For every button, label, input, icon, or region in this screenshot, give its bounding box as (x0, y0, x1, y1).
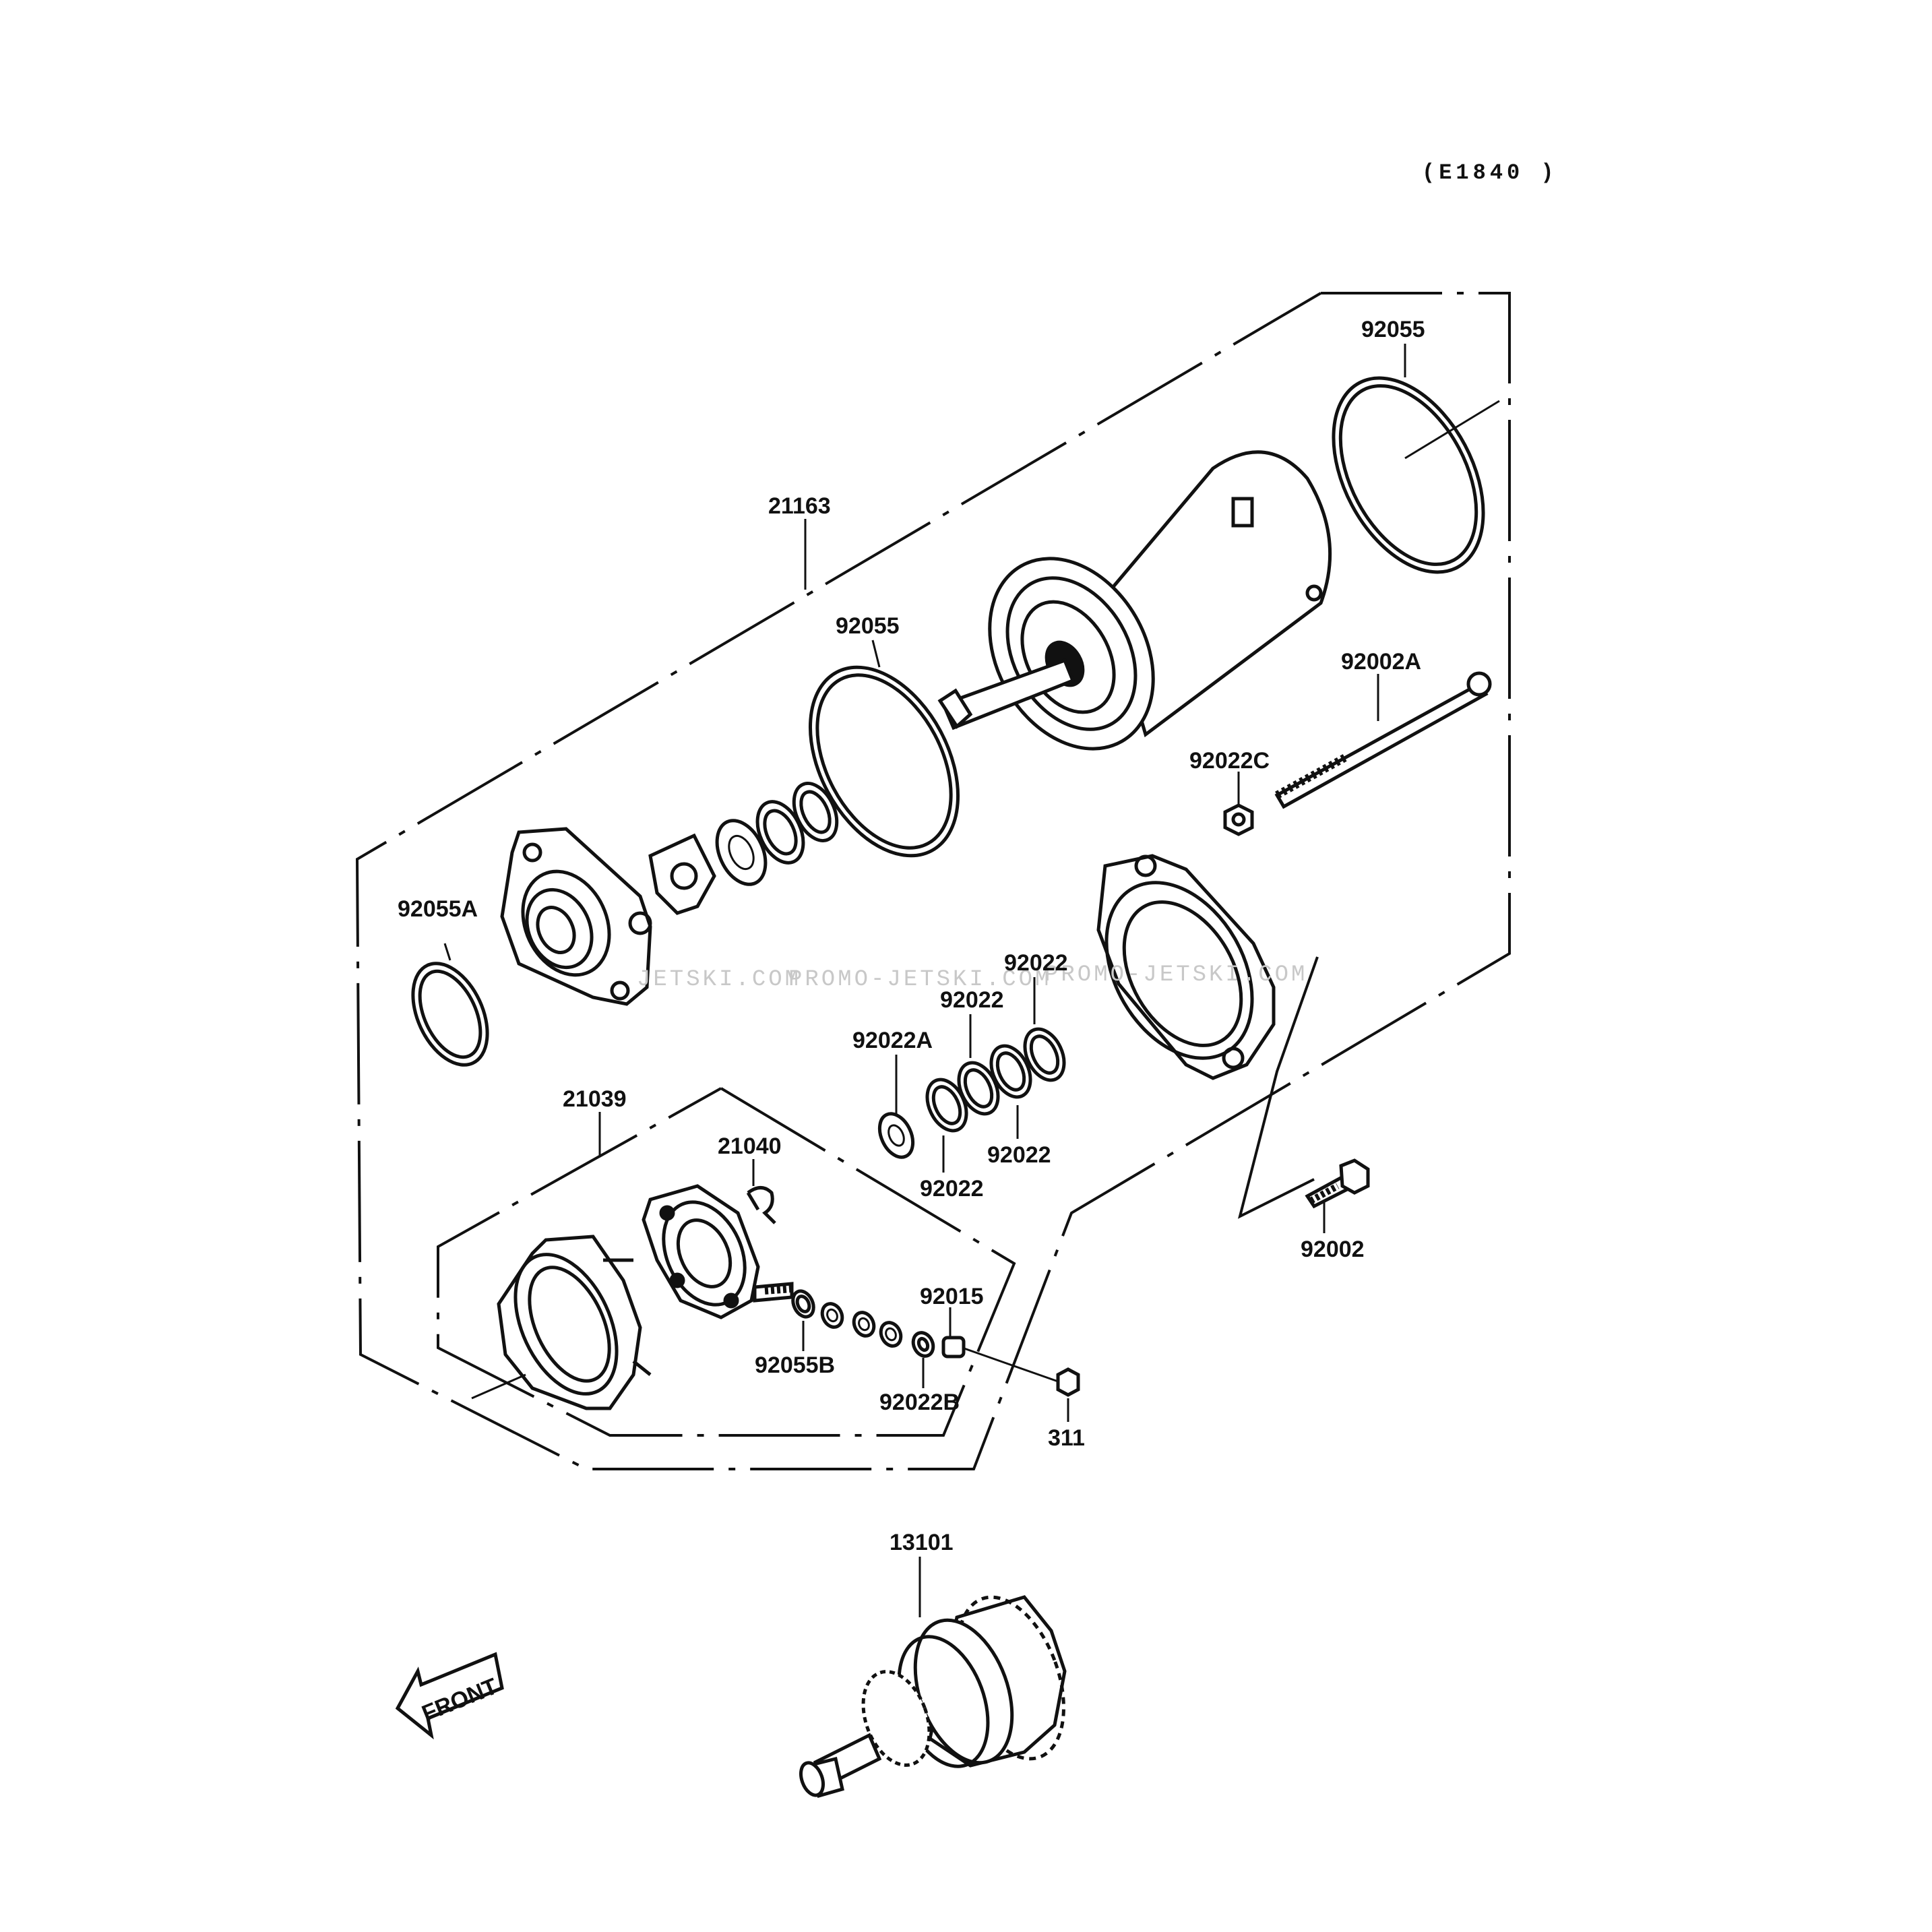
label-21039: 21039 (563, 1086, 627, 1112)
o-ring-92055A (411, 962, 489, 1067)
front-direction-arrow: FRONT (395, 1652, 504, 1740)
label-92002: 92002 (1301, 1237, 1365, 1262)
assembly-outline-21163 (355, 292, 1511, 1470)
brush-housing (497, 1235, 652, 1410)
small-washers-and-nuts (791, 1289, 1080, 1397)
section-break-line (1237, 956, 1319, 1219)
rear-cover (1096, 854, 1276, 1080)
starter-yoke-body (937, 450, 1332, 751)
label-92055-top: 92055 (1361, 317, 1425, 342)
label-92022-b: 92022 (940, 987, 1004, 1013)
label-92022-d: 92022 (987, 1142, 1051, 1168)
brush-clip-21040 (746, 1186, 776, 1224)
through-bolt-92002A (1274, 671, 1492, 809)
front-cover (500, 827, 652, 1006)
label-13101: 13101 (890, 1530, 954, 1555)
label-21163: 21163 (768, 493, 831, 519)
label-21040: 21040 (718, 1133, 782, 1159)
shim-washers-92022 (877, 1027, 1066, 1159)
bolt-92002 (1305, 1158, 1370, 1209)
thrust-washers (648, 782, 839, 915)
assembly-outline-21039 (437, 1087, 1016, 1437)
o-ring-92055-top (1332, 376, 1500, 574)
label-92015: 92015 (920, 1284, 984, 1309)
label-92022A: 92022A (852, 1028, 933, 1053)
watermark-3: PROMO-JETSKI.COM (1045, 962, 1307, 988)
diagram-reference-code: (E1840 ) (1422, 160, 1558, 185)
label-92022C: 92022C (1189, 748, 1270, 774)
brush-holder-assembly (642, 1184, 794, 1319)
starter-clutch-pinion-13101 (799, 1595, 1067, 1799)
label-92055-mid: 92055 (836, 613, 900, 639)
label-92002A: 92002A (1341, 649, 1421, 675)
label-92055A: 92055A (398, 896, 478, 922)
label-92022B: 92022B (879, 1390, 960, 1415)
nut-92022C (1223, 803, 1254, 836)
o-ring-92055-mid (808, 665, 960, 858)
label-92022-a: 92022 (1004, 950, 1068, 976)
watermark-1: JETSKI.COM (637, 967, 801, 993)
label-92055B: 92055B (755, 1352, 835, 1378)
watermark-2: PROMO-JETSKI.COM (788, 967, 1051, 993)
leader-lines (443, 344, 1406, 1617)
label-92022-c: 92022 (920, 1176, 984, 1202)
label-311: 311 (1048, 1425, 1085, 1451)
